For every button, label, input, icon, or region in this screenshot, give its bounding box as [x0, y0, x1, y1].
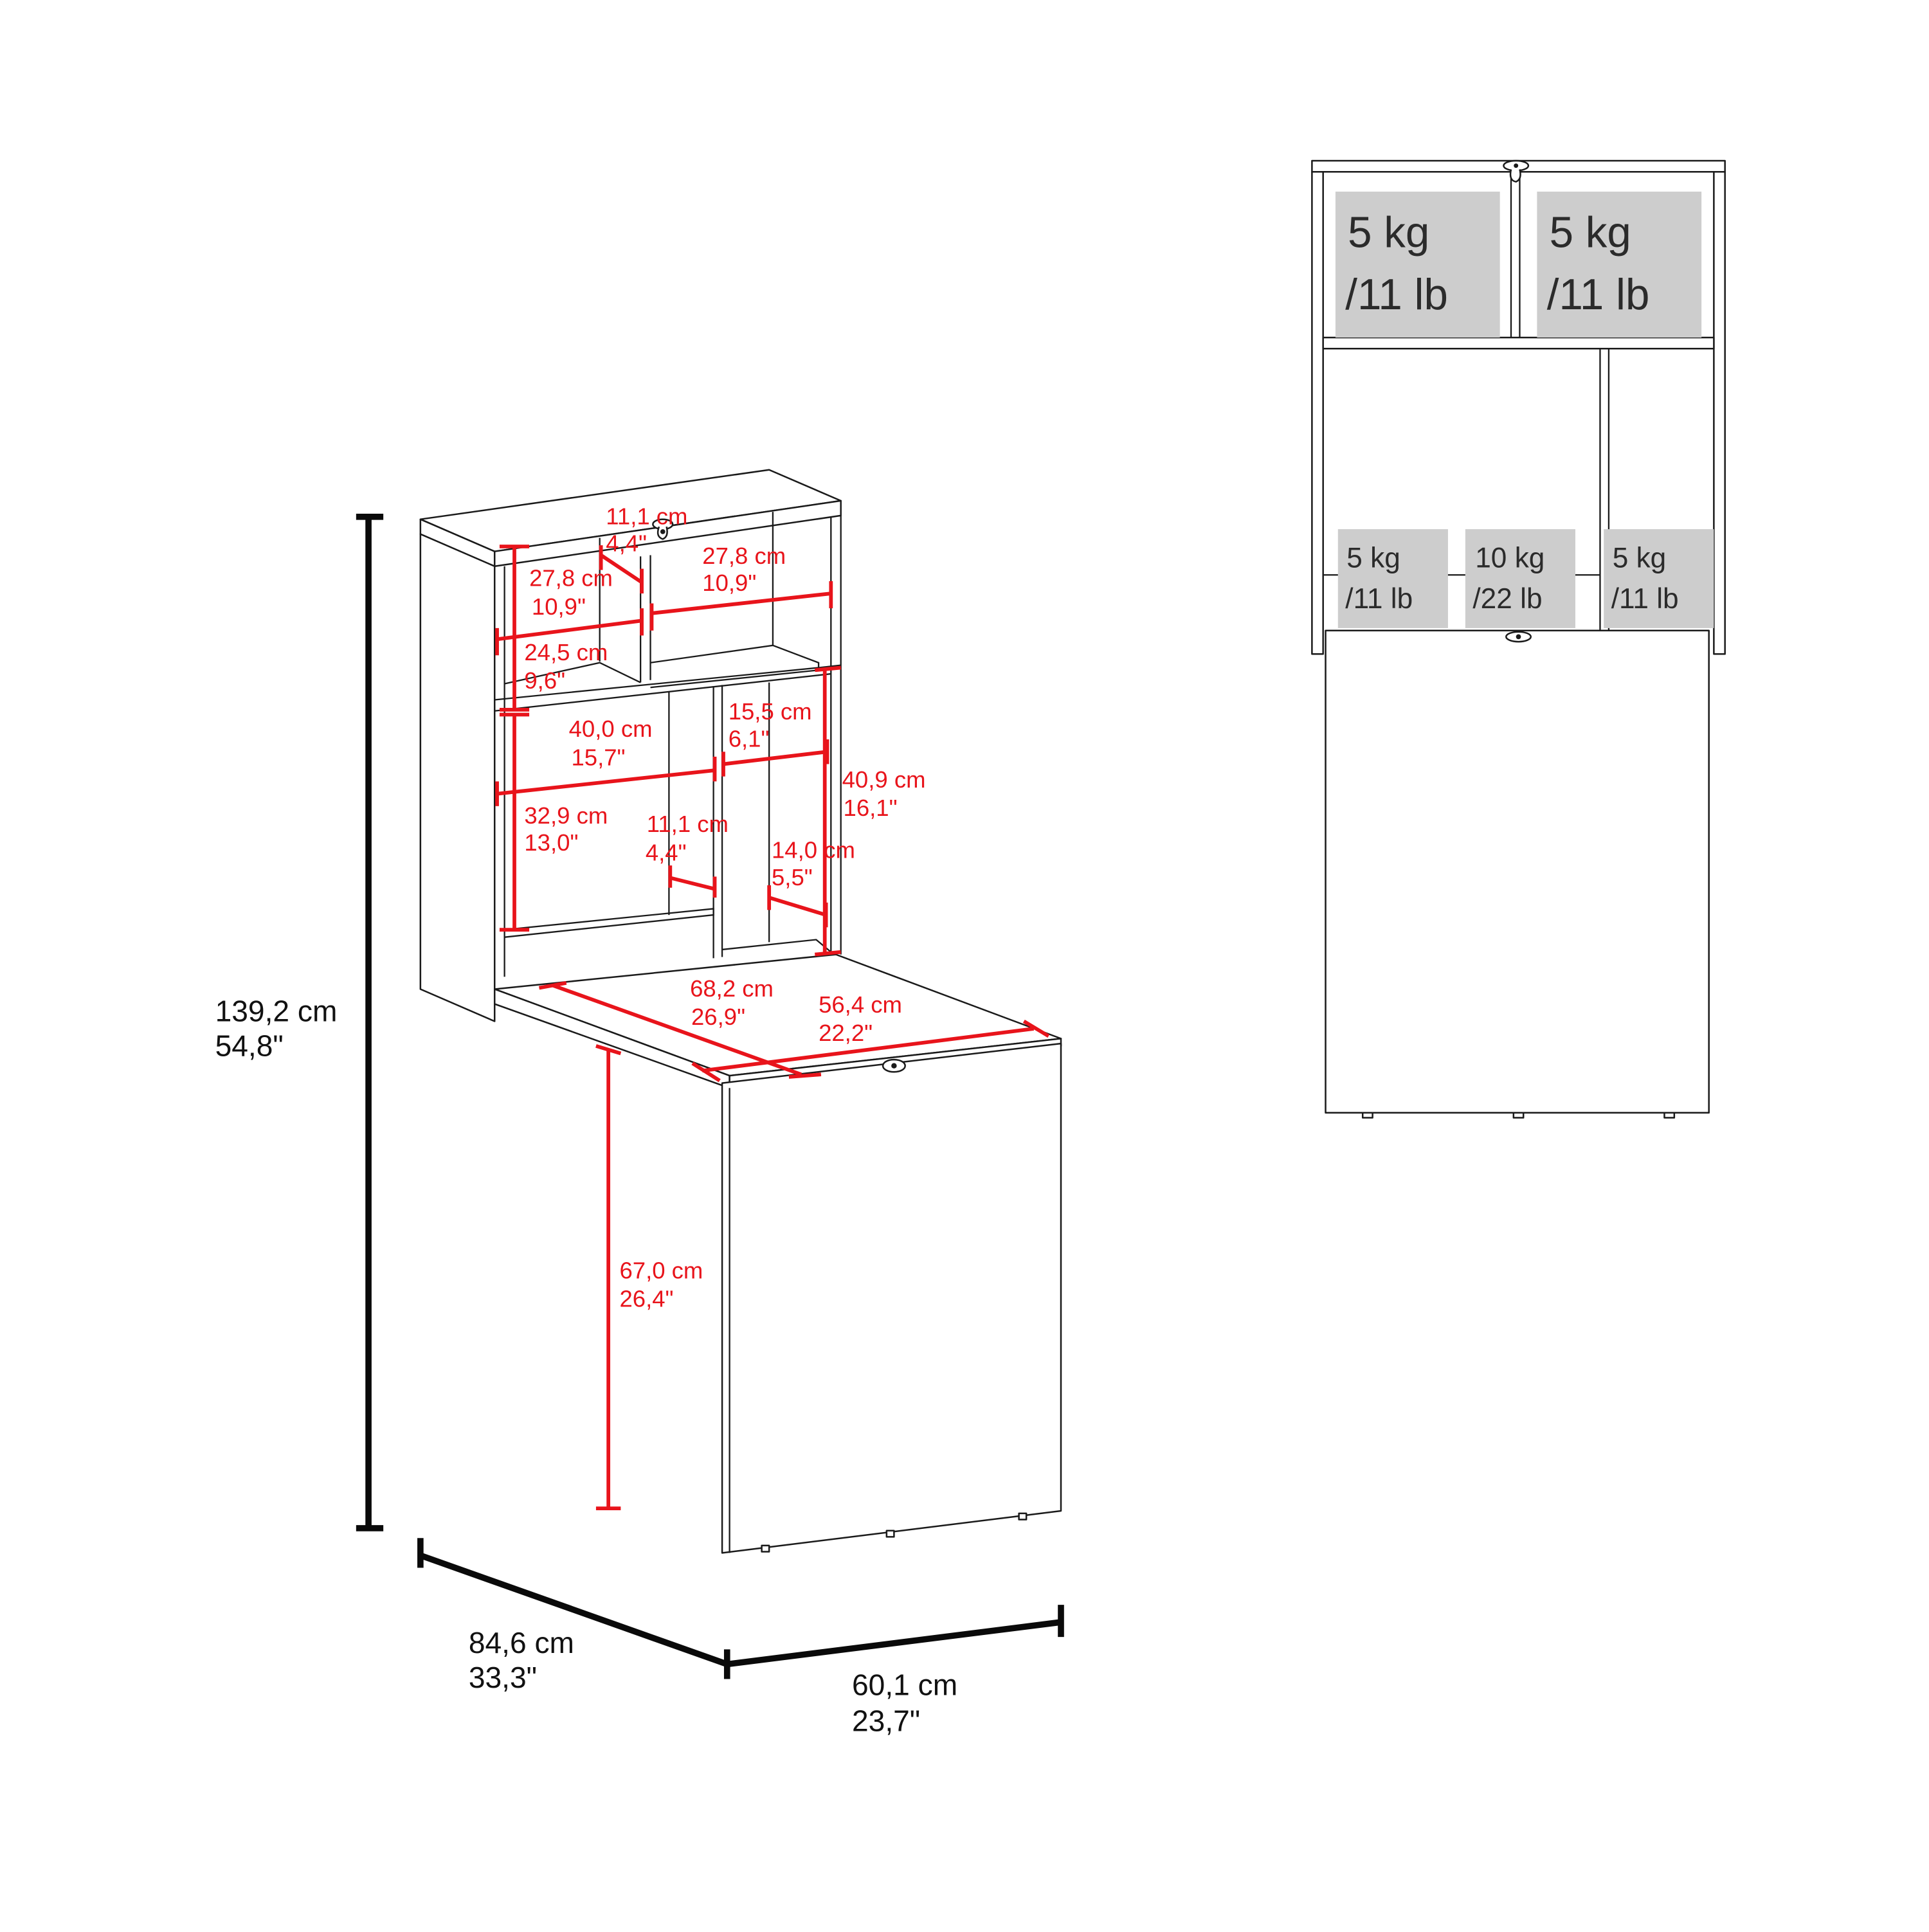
foot	[761, 1544, 770, 1553]
front-right-side	[1713, 171, 1726, 655]
weight-limit-lower-left: 5 kg /11 lb	[1337, 529, 1448, 628]
weight-limit-upper-left: 5 kg /11 lb	[1335, 192, 1500, 338]
right-depth-in: 5,5"	[772, 864, 813, 890]
weight-lb: /11 lb	[1345, 583, 1413, 615]
upper-left-shelf	[504, 662, 641, 685]
desk-depth-in: 26,9"	[691, 1004, 745, 1030]
front-main-shelf	[1322, 336, 1715, 350]
lower-left-shelf	[504, 908, 714, 938]
top-divider-depth-in: 4,4"	[606, 530, 647, 557]
red-dimensions	[495, 545, 1050, 1511]
weight-kg: 5 kg	[1346, 543, 1400, 574]
upper-height-in: 9,6"	[524, 667, 565, 694]
overall-height-cm: 139,2 cm	[215, 994, 338, 1027]
isometric-desk-view: 11,1 cm 4,4" 27,8 cm 10,9" 27,8 cm 10,9"…	[215, 469, 1064, 1737]
weight-limit-upper-right: 5 kg /11 lb	[1537, 192, 1702, 338]
middle-divider-depth-cm: 11,1 cm	[647, 811, 729, 837]
top-divider-depth-cm: 11,1 cm	[606, 503, 687, 529]
overall-depth-in: 33,3"	[469, 1661, 537, 1694]
front-view: 5 kg /11 lb 5 kg /11 lb 5 kg /11 lb 10 k…	[1311, 159, 1726, 1119]
weight-kg: 5 kg	[1613, 543, 1667, 574]
middle-left-width-cm: 40,0 cm	[569, 716, 653, 742]
weight-limit-lower-middle: 10 kg /22 lb	[1465, 529, 1575, 628]
upper-right-width-cm: 27,8 cm	[702, 543, 786, 569]
weight-kg: 10 kg	[1475, 543, 1544, 574]
middle-height-in: 13,0"	[524, 829, 578, 856]
overall-width-in: 23,7"	[852, 1704, 920, 1737]
overall-width-cm: 60,1 cm	[852, 1668, 957, 1702]
clearance-height-cm: 67,0 cm	[619, 1257, 703, 1283]
hutch-left-side	[419, 533, 496, 1022]
foot	[1512, 1112, 1525, 1119]
weight-lb: /11 lb	[1345, 271, 1448, 319]
desk-depth-cm: 68,2 cm	[690, 975, 774, 1002]
foot	[1361, 1112, 1373, 1119]
weight-kg: 5 kg	[1348, 209, 1429, 257]
middle-left-width-in: 15,7"	[571, 744, 625, 770]
clearance-height-in: 26,4"	[619, 1286, 673, 1312]
main-shelf-bottom	[494, 673, 831, 712]
front-desk-panel	[1325, 629, 1710, 1114]
right-height-in: 16,1"	[844, 795, 898, 821]
desk-front-panel	[721, 1042, 1062, 1554]
foot	[1018, 1512, 1028, 1521]
upper-left-width-in: 10,9"	[532, 593, 586, 620]
front-desk-latch-icon	[1505, 631, 1532, 643]
middle-right-width-cm: 15,5 cm	[729, 698, 812, 725]
desk-width-in: 22,2"	[819, 1020, 873, 1046]
overall-dimensions	[356, 514, 1064, 1679]
foot	[1663, 1112, 1676, 1119]
overall-depth-cm: 84,6 cm	[469, 1626, 574, 1659]
weight-limit-lower-right: 5 kg /11 lb	[1604, 529, 1714, 628]
main-shelf-top	[494, 664, 841, 701]
front-left-side	[1311, 171, 1324, 655]
middle-height-cm: 32,9 cm	[524, 802, 608, 829]
weight-kg: 5 kg	[1550, 209, 1631, 257]
upper-height-cm: 24,5 cm	[524, 639, 608, 665]
top-latch-icon	[652, 518, 674, 540]
right-depth-cm: 14,0 cm	[772, 837, 855, 863]
lower-right-shelf	[721, 939, 832, 953]
foot	[885, 1530, 895, 1538]
weight-lb: /11 lb	[1547, 271, 1650, 319]
latch-bolt	[891, 1063, 897, 1069]
overall-height-in: 54,8"	[215, 1029, 284, 1062]
right-height-cm: 40,9 cm	[842, 766, 926, 793]
desk-width-cm: 56,4 cm	[819, 991, 902, 1018]
upper-right-shelf	[650, 644, 820, 689]
front-top-latch-icon	[1503, 159, 1530, 183]
middle-right-width-in: 6,1"	[729, 726, 770, 752]
weight-lb: /22 lb	[1472, 583, 1542, 615]
upper-right-width-in: 10,9"	[702, 570, 756, 596]
middle-divider-depth-in: 4,4"	[646, 839, 687, 865]
red-labels: 11,1 cm 4,4" 27,8 cm 10,9" 27,8 cm 10,9"…	[524, 503, 925, 1312]
weight-lb: /11 lb	[1611, 583, 1679, 615]
upper-left-width-cm: 27,8 cm	[529, 565, 613, 591]
